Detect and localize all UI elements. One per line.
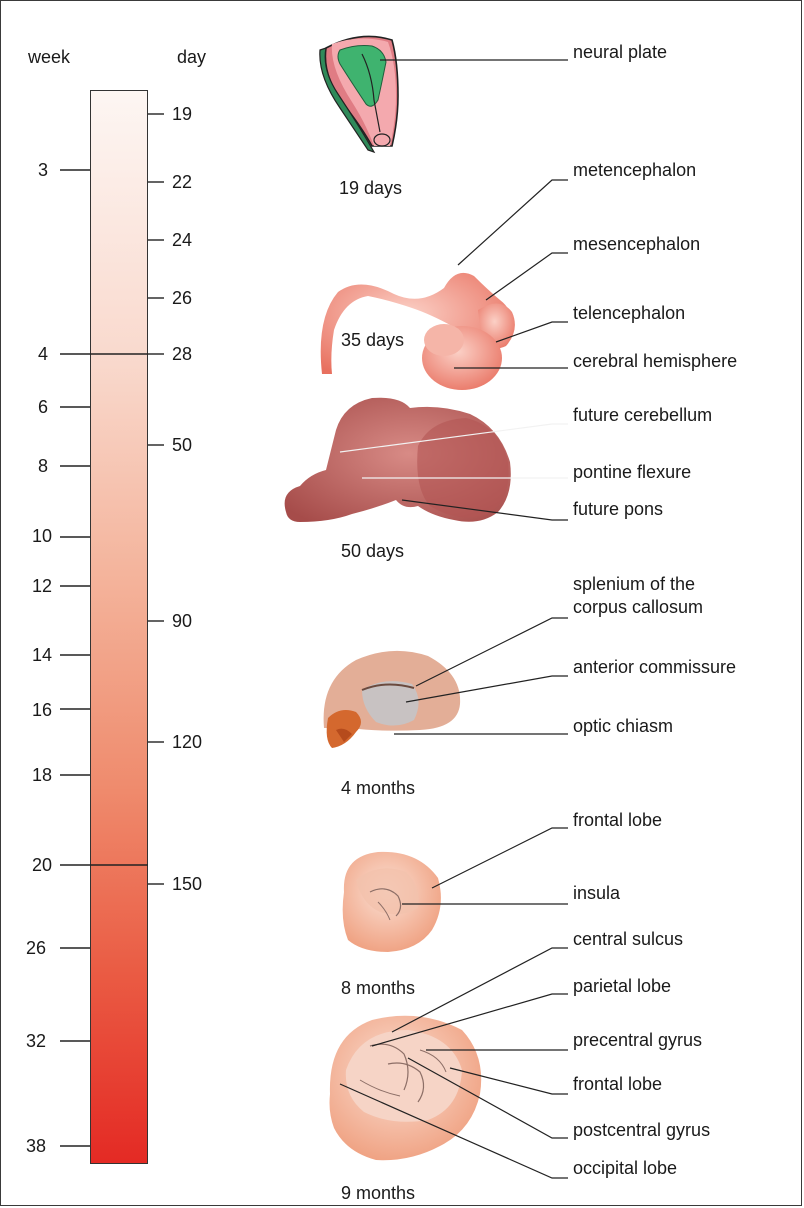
- label-splenium-line2: corpus callosum: [573, 596, 703, 618]
- stage-4-months: 4 months: [341, 778, 415, 798]
- stage-8-months: 8 months: [341, 978, 415, 998]
- neural-plate-illustration: [320, 36, 398, 152]
- label-frontal-lobe-8m: frontal lobe: [573, 809, 662, 831]
- label-future-pons: future pons: [573, 498, 663, 520]
- brain-9-months-illustration: [330, 1016, 482, 1160]
- label-occipital-lobe: occipital lobe: [573, 1157, 677, 1179]
- week-ticks: [60, 170, 148, 1146]
- brain-50-days-illustration: [285, 398, 511, 522]
- stage-19-days: 19 days: [339, 178, 402, 198]
- label-neural-plate: neural plate: [573, 41, 667, 63]
- label-frontal-lobe-9m: frontal lobe: [573, 1073, 662, 1095]
- label-cerebral-hemisphere: cerebral hemisphere: [573, 350, 737, 372]
- label-optic-chiasm: optic chiasm: [573, 715, 673, 737]
- leader-lines: [340, 60, 568, 1178]
- label-insula: insula: [573, 882, 620, 904]
- label-splenium-line1: splenium of the: [573, 573, 695, 595]
- label-pontine-flexure: pontine flexure: [573, 461, 691, 483]
- brain-8-months-illustration: [343, 852, 441, 952]
- stage-9-months: 9 months: [341, 1183, 415, 1203]
- label-precentral-gyrus: precentral gyrus: [573, 1029, 702, 1051]
- label-telencephalon: telencephalon: [573, 302, 685, 324]
- label-central-sulcus: central sulcus: [573, 928, 683, 950]
- label-future-cerebellum: future cerebellum: [573, 404, 712, 426]
- label-parietal-lobe: parietal lobe: [573, 975, 671, 997]
- stage-50-days: 50 days: [341, 541, 404, 561]
- label-anterior-commissure: anterior commissure: [573, 656, 736, 678]
- day-ticks: [148, 114, 164, 884]
- label-metencephalon: metencephalon: [573, 159, 696, 181]
- label-mesencephalon: mesencephalon: [573, 233, 700, 255]
- label-postcentral-gyrus: postcentral gyrus: [573, 1119, 710, 1141]
- stage-35-days: 35 days: [341, 330, 404, 350]
